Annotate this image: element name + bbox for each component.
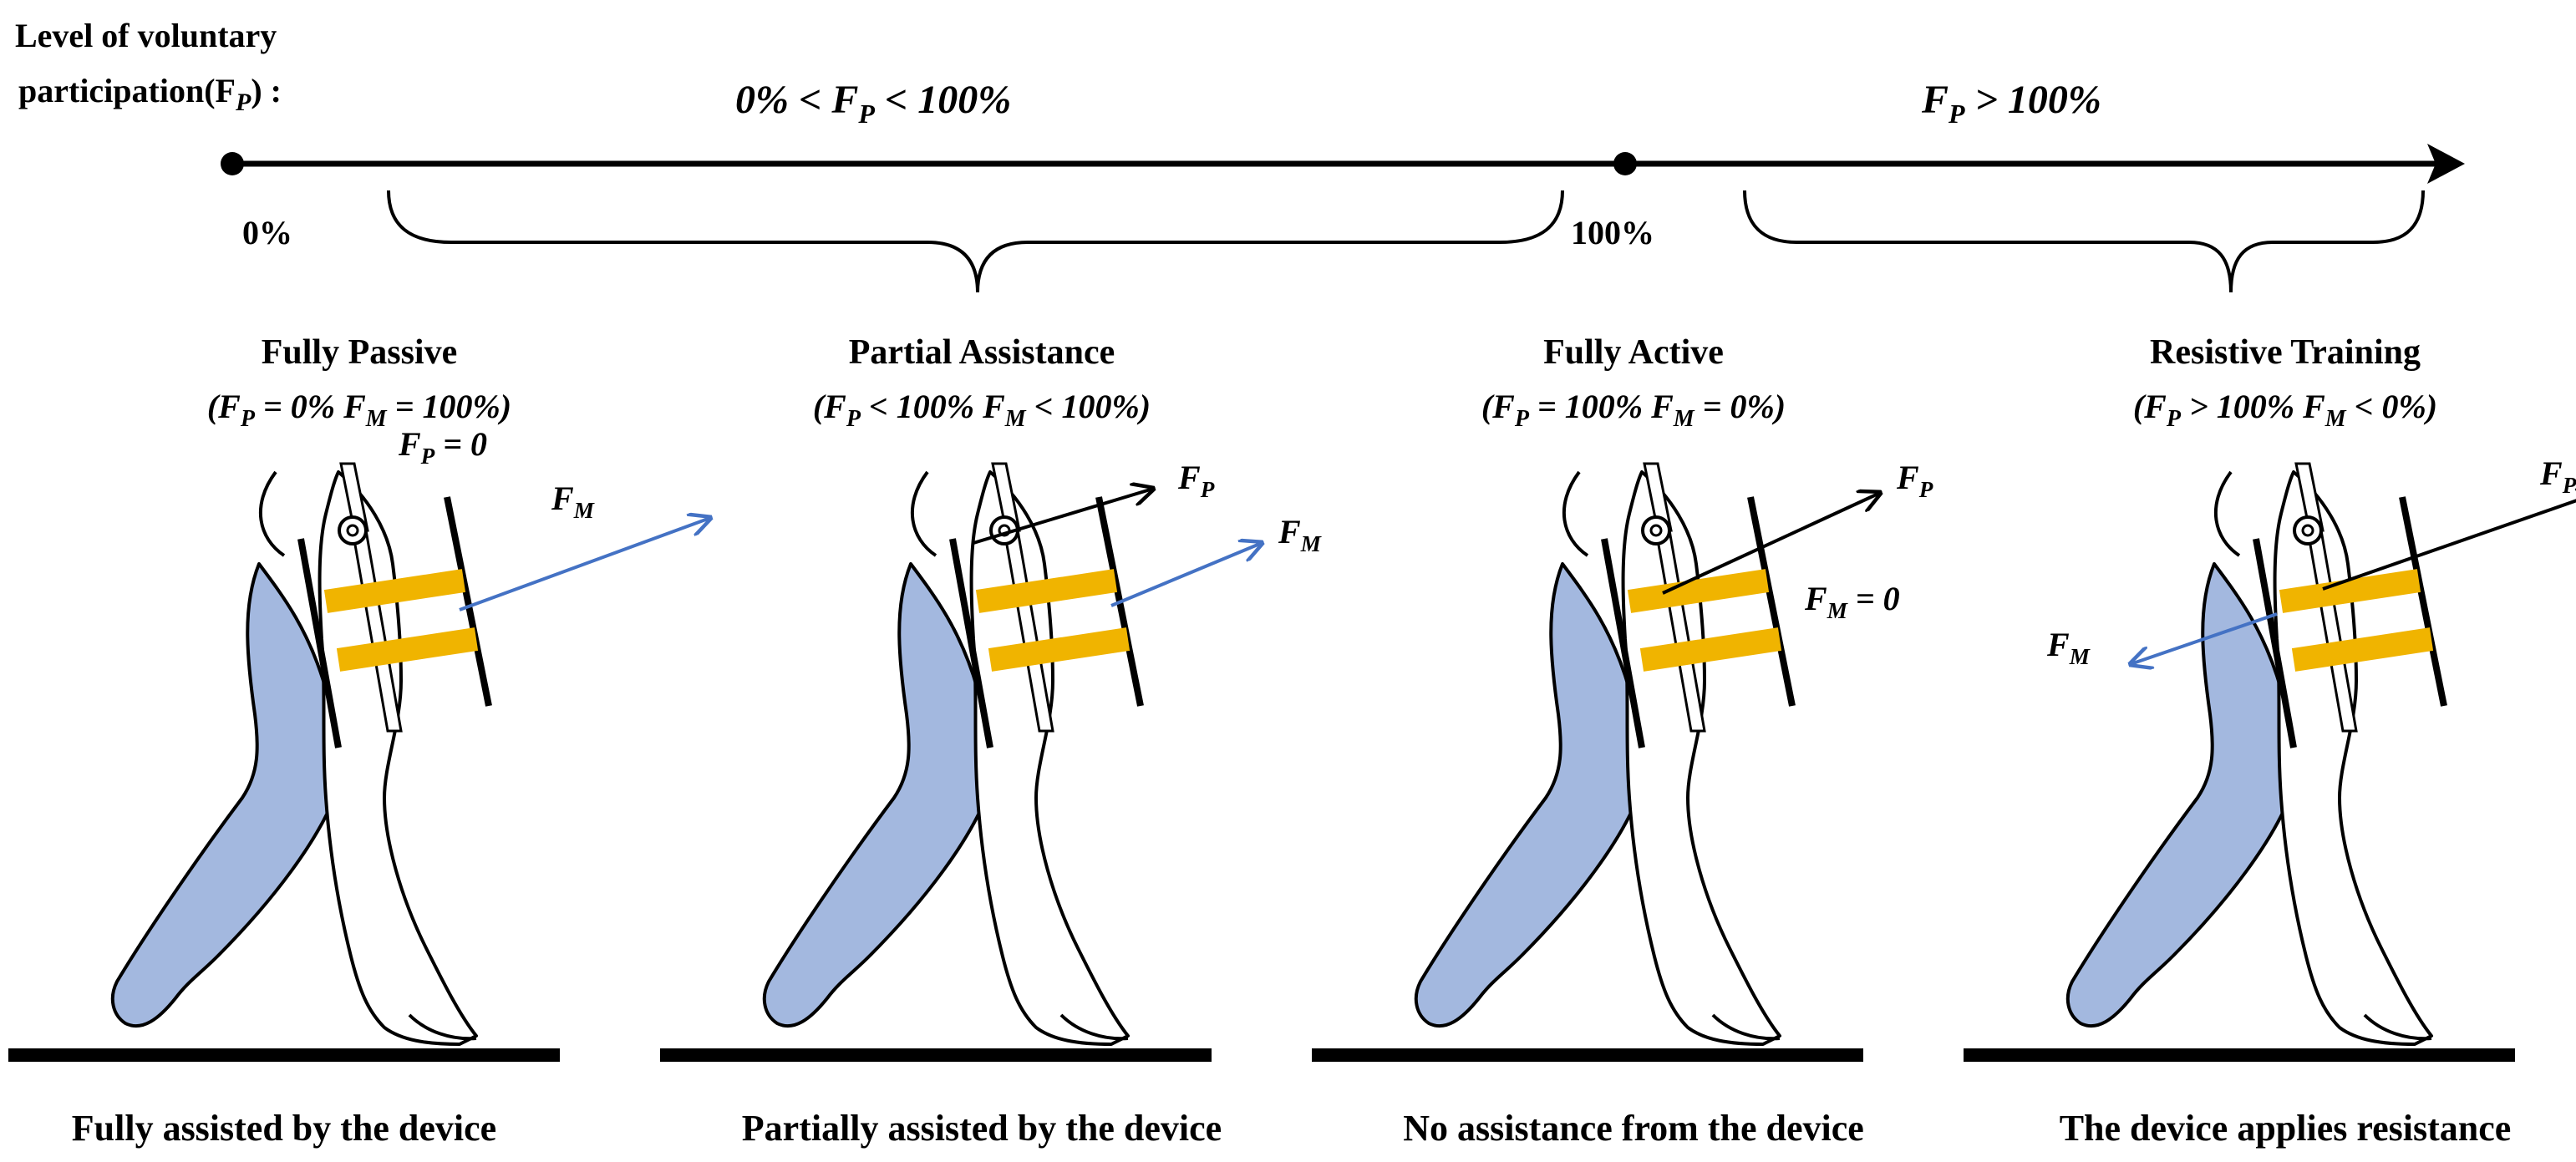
mode-condition: (FP = 0% FM = 100%) xyxy=(207,388,511,432)
mode-caption: Partially assisted by the device xyxy=(742,1108,1222,1149)
leg-figure xyxy=(1416,464,1792,1044)
mode-panel: Partial Assistance (FP < 100% FM < 100%) F… xyxy=(660,333,1322,1149)
patient-force-label: FP xyxy=(2539,454,2576,498)
mode-title: Resistive Training xyxy=(2150,333,2421,372)
ground-line xyxy=(1964,1048,2515,1062)
range-label-partial: 0% < FP < 100% xyxy=(735,78,1011,129)
mode-title: Fully Passive xyxy=(262,333,458,372)
axis-start-dot xyxy=(221,152,244,175)
mode-condition: (FP < 100% FM < 100%) xyxy=(813,388,1151,432)
device-force-label: FM xyxy=(2046,626,2091,669)
ground-line xyxy=(8,1048,560,1062)
brace-partial xyxy=(387,190,1564,293)
axis-mid-label: 100% xyxy=(1571,214,1654,251)
axis-label-line1: Level of voluntary xyxy=(15,17,277,54)
mode-title: Fully Active xyxy=(1543,333,1724,372)
axis-mid-dot xyxy=(1613,152,1637,175)
mode-title: Partial Assistance xyxy=(849,333,1115,372)
mode-caption: The device applies resistance xyxy=(2060,1108,2512,1149)
leg-figure xyxy=(2068,464,2444,1044)
patient-force-arrow xyxy=(1662,493,1880,595)
mode-panel: Fully Passive (FP = 0% FM = 100%) FM FP = 0… xyxy=(8,333,710,1149)
device-force-label: FM xyxy=(551,480,595,523)
mode-condition: (FP > 100% FM < 0%) xyxy=(2133,388,2437,432)
axis-start-label: 0% xyxy=(242,214,292,251)
device-force-label: FM xyxy=(1278,513,1322,556)
patient-force-label: FP xyxy=(1177,459,1215,502)
leg-figure xyxy=(113,464,489,1044)
mode-condition: (FP = 100% FM = 0%) xyxy=(1481,388,1786,432)
ground-line xyxy=(1312,1048,1863,1062)
patient-force-zero-note: FP = 0 xyxy=(398,425,487,469)
mode-caption: Fully assisted by the device xyxy=(72,1108,496,1149)
patient-force-arrow xyxy=(973,489,1153,545)
axis-arrowhead xyxy=(2427,144,2465,184)
leg-figure xyxy=(765,464,1141,1044)
patient-force-label: FP xyxy=(1896,459,1933,502)
ground-line xyxy=(660,1048,1212,1062)
patient-force-arrow xyxy=(2322,493,2576,591)
brace-resistive xyxy=(1743,190,2425,293)
axis-label-line2: participation(FP) : xyxy=(18,72,282,116)
device-force-arrow xyxy=(459,518,710,611)
mode-panel: Fully Active (FP = 100% FM = 0%) FP FM = 0 N… xyxy=(1312,333,1933,1149)
device-force-arrow xyxy=(1110,543,1262,607)
device-force-arrow xyxy=(2131,612,2278,664)
mode-caption: No assistance from the device xyxy=(1403,1108,1864,1149)
device-force-zero-note: FM = 0 xyxy=(1804,580,1900,623)
participation-axis: Level of voluntary participation(FP) : 0… xyxy=(15,17,2465,293)
mode-panel: Resistive Training (FP > 100% FM < 0%) FM F… xyxy=(1964,333,2576,1149)
range-label-resistive: FP > 100% xyxy=(1921,78,2101,129)
